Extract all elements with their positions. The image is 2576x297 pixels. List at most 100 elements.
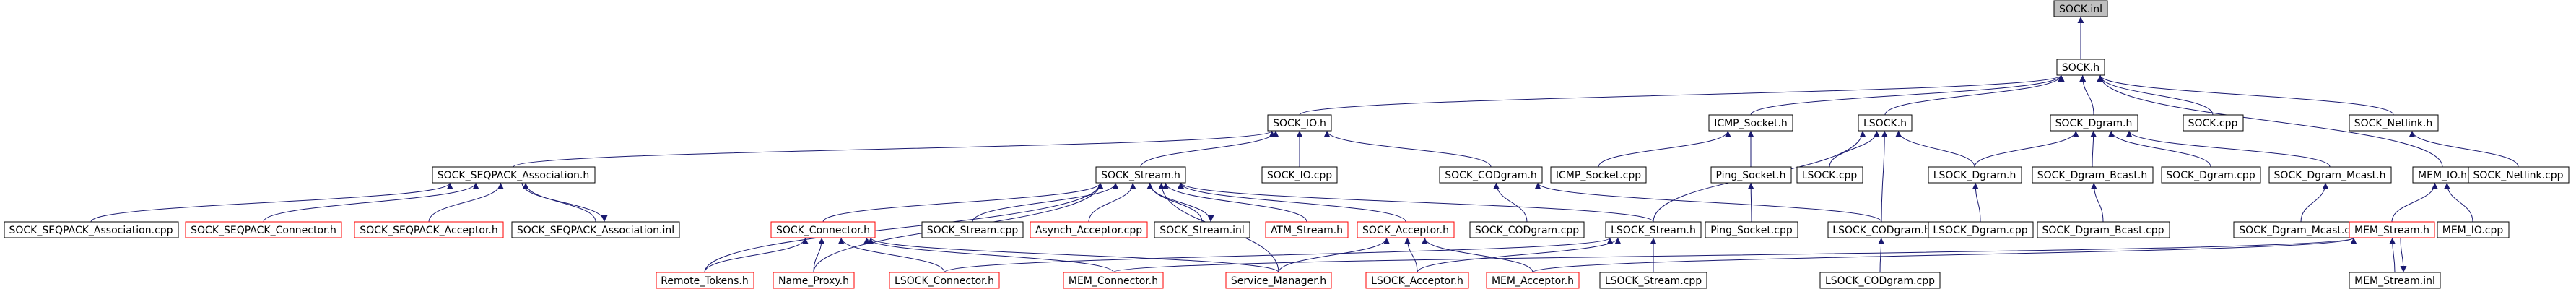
node-sock-seqpack-association-inl[interactable]: SOCK_SEQPACK_Association.inl bbox=[511, 221, 680, 238]
node-box bbox=[354, 221, 504, 238]
node-mem-stream-h[interactable]: MEM_Stream.h bbox=[2349, 221, 2435, 238]
node-label: MEM_Stream.h bbox=[2354, 225, 2429, 236]
node-remote-tokens-h[interactable]: Remote_Tokens.h bbox=[656, 272, 754, 289]
node-mem-io-cpp[interactable]: MEM_IO.cpp bbox=[2437, 221, 2510, 238]
node-ping-socket-h[interactable]: Ping_Socket.h bbox=[1710, 166, 1792, 184]
edge-sock_dgram_mcast_h-to-sock_dgram_h bbox=[2125, 130, 2331, 168]
node-box bbox=[1550, 166, 1647, 184]
node-box bbox=[1486, 272, 1580, 289]
node-sock-seqpack-acceptor-h[interactable]: SOCK_SEQPACK_Acceptor.h bbox=[354, 221, 504, 238]
node-box bbox=[773, 272, 855, 289]
node-box bbox=[1357, 221, 1455, 238]
node-lsock-stream-h[interactable]: LSOCK_Stream.h bbox=[1605, 221, 1702, 238]
node-mem-io-h[interactable]: MEM_IO.h bbox=[2412, 166, 2473, 184]
node-lsock-cpp[interactable]: LSOCK.cpp bbox=[1796, 166, 1863, 184]
edge-sock_seqpack_assoc_cpp-to-sock_seqpack_assoc_h bbox=[90, 182, 453, 223]
edge-ping_socket_cpp-to-ping_socket_h bbox=[1747, 182, 1754, 223]
node-sock-netlink-h[interactable]: SOCK_Netlink.h bbox=[2349, 114, 2439, 132]
edge-lsock_codgram_h-to-lsock_h bbox=[1881, 130, 1888, 223]
node-sock-netlink-cpp[interactable]: SOCK_Netlink.cpp bbox=[2468, 166, 2570, 184]
node-sock-seqpack-association-cpp[interactable]: SOCK_SEQPACK_Association.cpp bbox=[4, 221, 179, 238]
node-sock-dgram-bcast-cpp[interactable]: SOCK_Dgram_Bcast.cpp bbox=[2037, 221, 2170, 238]
node-lsock-dgram-h[interactable]: LSOCK_Dgram.h bbox=[1928, 166, 2022, 184]
node-sock-codgram-h[interactable]: SOCK_CODgram.h bbox=[1439, 166, 1543, 184]
node-name-proxy-h[interactable]: Name_Proxy.h bbox=[773, 272, 855, 289]
edge-lsock_dgram_h-to-lsock_h bbox=[1895, 130, 1975, 168]
node-box bbox=[432, 166, 596, 184]
edge-mem_connector_h-to-mem_stream_h bbox=[1113, 237, 2357, 273]
node-lsock-connector-h[interactable]: LSOCK_Connector.h bbox=[889, 272, 1000, 289]
node-sock-dgram-mcast-cpp[interactable]: SOCK_Dgram_Mcast.cpp bbox=[2233, 221, 2369, 238]
node-label: SOCK.inl bbox=[2059, 4, 2102, 15]
node-box bbox=[511, 221, 680, 238]
node-box bbox=[2268, 166, 2392, 184]
edge-asynch_acceptor_cpp-to-sock_stream_h bbox=[1088, 182, 1136, 223]
node-label: MEM_Connector.h bbox=[1069, 275, 1158, 287]
node-sock-io-cpp[interactable]: SOCK_IO.cpp bbox=[1261, 166, 1338, 184]
node-lsock-dgram-cpp[interactable]: LSOCK_Dgram.cpp bbox=[1928, 221, 2034, 238]
edge-name_proxy_h-to-sock_connector_h bbox=[813, 237, 825, 273]
node-lsock-acceptor-h[interactable]: LSOCK_Acceptor.h bbox=[1365, 272, 1469, 289]
node-sock-acceptor-h[interactable]: SOCK_Acceptor.h bbox=[1357, 221, 1455, 238]
node-box bbox=[2037, 221, 2170, 238]
node-box bbox=[889, 272, 1000, 289]
node-label: SOCK_CODgram.h bbox=[1445, 170, 1537, 181]
node-sock-stream-inl[interactable]: SOCK_Stream.inl bbox=[1154, 221, 1250, 238]
edge-sock_dgram_cpp-to-sock_dgram_h bbox=[2107, 130, 2211, 168]
node-label: SOCK_Stream.inl bbox=[1159, 225, 1245, 236]
edge-lsock_stream_h-to-sock_stream_h bbox=[1178, 182, 1654, 223]
node-box bbox=[1605, 221, 1702, 238]
node-ping-socket-cpp[interactable]: Ping_Socket.cpp bbox=[1705, 221, 1798, 238]
node-box bbox=[2468, 166, 2570, 184]
node-mem-connector-h[interactable]: MEM_Connector.h bbox=[1063, 272, 1164, 289]
node-label: SOCK_Connector.h bbox=[776, 225, 870, 236]
node-box bbox=[1796, 166, 1863, 184]
node-sock-seqpack-connector-h[interactable]: SOCK_SEQPACK_Connector.h bbox=[185, 221, 342, 238]
node-asynch-acceptor-cpp[interactable]: Asynch_Acceptor.cpp bbox=[1030, 221, 1148, 238]
node-label: LSOCK_Acceptor.h bbox=[1371, 275, 1463, 287]
node-label: Ping_Socket.cpp bbox=[1710, 225, 1793, 236]
node-sock-stream-h[interactable]: SOCK_Stream.h bbox=[1095, 166, 1186, 184]
node-atm-stream-h[interactable]: ATM_Stream.h bbox=[1265, 221, 1349, 238]
node-box bbox=[2349, 272, 2441, 289]
node-box bbox=[1928, 166, 2022, 184]
node-label: SOCK_Stream.h bbox=[1101, 170, 1180, 181]
node-sock-stream-cpp[interactable]: SOCK_Stream.cpp bbox=[921, 221, 1024, 238]
node-sock-cpp[interactable]: SOCK.cpp bbox=[2183, 114, 2244, 132]
node-service-manager-h[interactable]: Service_Manager.h bbox=[1225, 272, 1332, 289]
node-sock-dgram-mcast-h[interactable]: SOCK_Dgram_Mcast.h bbox=[2268, 166, 2392, 184]
node-sock-connector-h[interactable]: SOCK_Connector.h bbox=[770, 221, 876, 238]
node-sock-io-h[interactable]: SOCK_IO.h bbox=[1267, 114, 1332, 132]
node-sock-dgram-cpp[interactable]: SOCK_Dgram.cpp bbox=[2161, 166, 2261, 184]
node-icmp-socket-h[interactable]: ICMP_Socket.h bbox=[1708, 114, 1793, 132]
node-box bbox=[1261, 166, 1338, 184]
node-label: Ping_Socket.h bbox=[1716, 170, 1786, 181]
edge-service_manager_h-to-sock_acceptor_h bbox=[1278, 237, 1391, 273]
node-mem-acceptor-h[interactable]: MEM_Acceptor.h bbox=[1486, 272, 1580, 289]
node-sock-dgram-h[interactable]: SOCK_Dgram.h bbox=[2050, 114, 2138, 132]
node-lsock-stream-cpp[interactable]: LSOCK_Stream.cpp bbox=[1599, 272, 1707, 289]
edge-sock_seqpack_assoc_h-to-sock_seqpack_assoc_inl bbox=[521, 182, 608, 223]
node-lsock-codgram-cpp[interactable]: LSOCK_CODgram.cpp bbox=[1819, 272, 1941, 289]
node-mem-stream-inl[interactable]: MEM_Stream.inl bbox=[2349, 272, 2441, 289]
node-icmp-socket-cpp[interactable]: ICMP_Socket.cpp bbox=[1550, 166, 1647, 184]
edge-sock_connector_h-to-sock_stream_h bbox=[822, 182, 1104, 223]
edge-mem_stream_h-to-mem_io_h bbox=[2391, 182, 2438, 223]
node-lsock-codgram-h[interactable]: LSOCK_CODgram.h bbox=[1827, 221, 1936, 238]
node-label: Asynch_Acceptor.cpp bbox=[1035, 225, 1142, 236]
node-sock-codgram-cpp[interactable]: SOCK_CODgram.cpp bbox=[1469, 221, 1585, 238]
node-sock-h[interactable]: SOCK.h bbox=[2056, 59, 2105, 76]
node-lsock-h[interactable]: LSOCK.h bbox=[1858, 114, 1913, 132]
edge-sock_dgram_bcast_h-to-sock_dgram_h bbox=[2090, 130, 2097, 168]
node-sock-seqpack-association-h[interactable]: SOCK_SEQPACK_Association.h bbox=[432, 166, 596, 184]
node-label: MEM_Acceptor.h bbox=[1492, 275, 1574, 287]
edge-mem_stream_h-to-mem_stream_inl bbox=[2400, 237, 2407, 273]
edge-icmp_socket_cpp-to-icmp_socket_h bbox=[1598, 130, 1731, 168]
node-label: SOCK_SEQPACK_Connector.h bbox=[191, 225, 336, 236]
node-sock-dgram-bcast-h[interactable]: SOCK_Dgram_Bcast.h bbox=[2032, 166, 2154, 184]
node-label: SOCK_SEQPACK_Association.h bbox=[438, 170, 590, 181]
edge-lsock_h-to-sock_h bbox=[1884, 74, 2065, 116]
edge-mem_acceptor_h-to-mem_stream_h bbox=[1532, 237, 2357, 273]
node-label: SOCK_SEQPACK_Association.inl bbox=[517, 225, 674, 236]
edge-lsock_acceptor_h-to-lsock_stream_h bbox=[1417, 237, 1622, 273]
